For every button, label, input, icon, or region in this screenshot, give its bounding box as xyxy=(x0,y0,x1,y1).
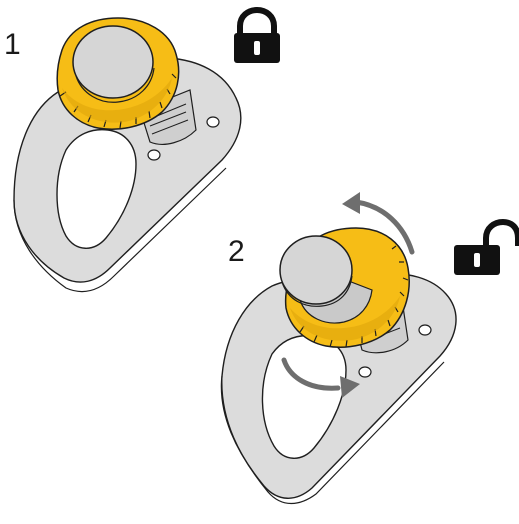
step-1-number: 1 xyxy=(4,28,21,61)
step1-rivet-hole-2 xyxy=(147,149,161,161)
step2-knob-cap xyxy=(279,235,353,305)
step1-bolt-stem xyxy=(139,89,197,145)
step2-cap-rim xyxy=(281,275,353,307)
step2-plate-edge xyxy=(221,361,445,505)
step1-plate-hole xyxy=(56,128,137,249)
step1-plate-edge xyxy=(13,167,227,293)
rotation-arrow-bottom xyxy=(281,357,360,398)
step1-knob-cap xyxy=(72,25,154,99)
lock-open-icon xyxy=(454,218,519,275)
step1-knob-shade xyxy=(62,78,172,123)
step1-knob-ridges xyxy=(59,73,177,129)
step1-rivet-hole xyxy=(206,116,220,128)
step1-assembly xyxy=(13,17,242,293)
step2-knob-shade xyxy=(290,296,400,341)
rotation-arrow-top xyxy=(342,192,415,255)
step-2-number: 2 xyxy=(228,235,245,268)
lock-closed-icon xyxy=(234,6,280,63)
step2-rivet-hole xyxy=(418,324,432,336)
step2-assembly xyxy=(220,227,457,505)
step2-knob-ridges xyxy=(299,245,409,348)
step2-rivet-hole-2 xyxy=(358,366,372,378)
step1-cap-rim xyxy=(75,67,155,103)
